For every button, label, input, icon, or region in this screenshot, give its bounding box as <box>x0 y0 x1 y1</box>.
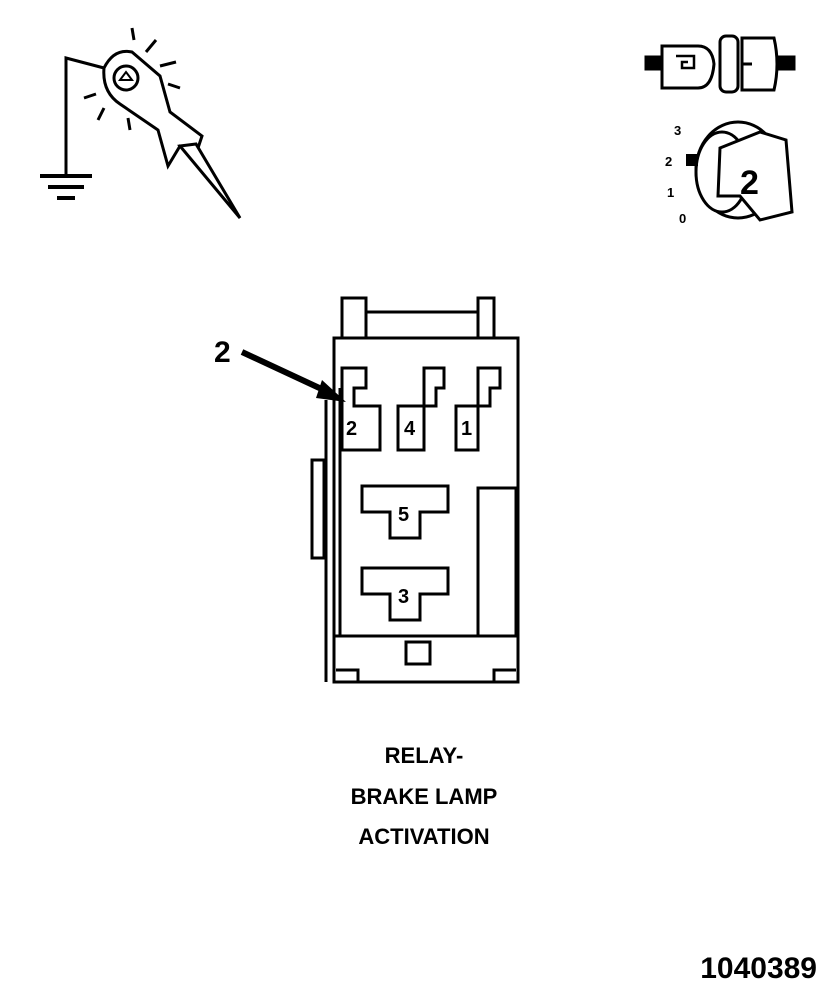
terminal-4 <box>396 366 446 452</box>
terminal-label-3: 3 <box>398 586 409 608</box>
caption-line-2: BRAKE LAMP <box>350 784 498 809</box>
callout-label: 2 <box>214 336 231 369</box>
key-position-2: 2 <box>665 154 672 169</box>
key-position-label: 2 <box>740 164 759 202</box>
connector-disconnect-icon <box>644 34 796 94</box>
figure-number: 1040389 <box>700 952 817 985</box>
terminal-label-5: 5 <box>398 504 409 526</box>
caption-line-3: ACTIVATION <box>358 824 490 849</box>
caption-line-1: RELAY- <box>384 743 464 768</box>
callout-arrow <box>240 349 346 402</box>
key-position-3: 3 <box>674 123 681 138</box>
test-light-icon <box>40 27 242 219</box>
terminal-label-2: 2 <box>346 418 357 440</box>
terminal-3 <box>360 566 450 622</box>
terminal-1 <box>454 366 502 452</box>
key-position-0: 0 <box>679 211 686 226</box>
terminal-2 <box>340 366 382 452</box>
terminal-label-4: 4 <box>404 418 416 440</box>
terminal-5 <box>360 484 450 540</box>
terminal-label-1: 1 <box>461 418 472 440</box>
ignition-key-icon <box>686 120 794 222</box>
ground-icon <box>40 174 92 200</box>
key-position-1: 1 <box>667 185 674 200</box>
